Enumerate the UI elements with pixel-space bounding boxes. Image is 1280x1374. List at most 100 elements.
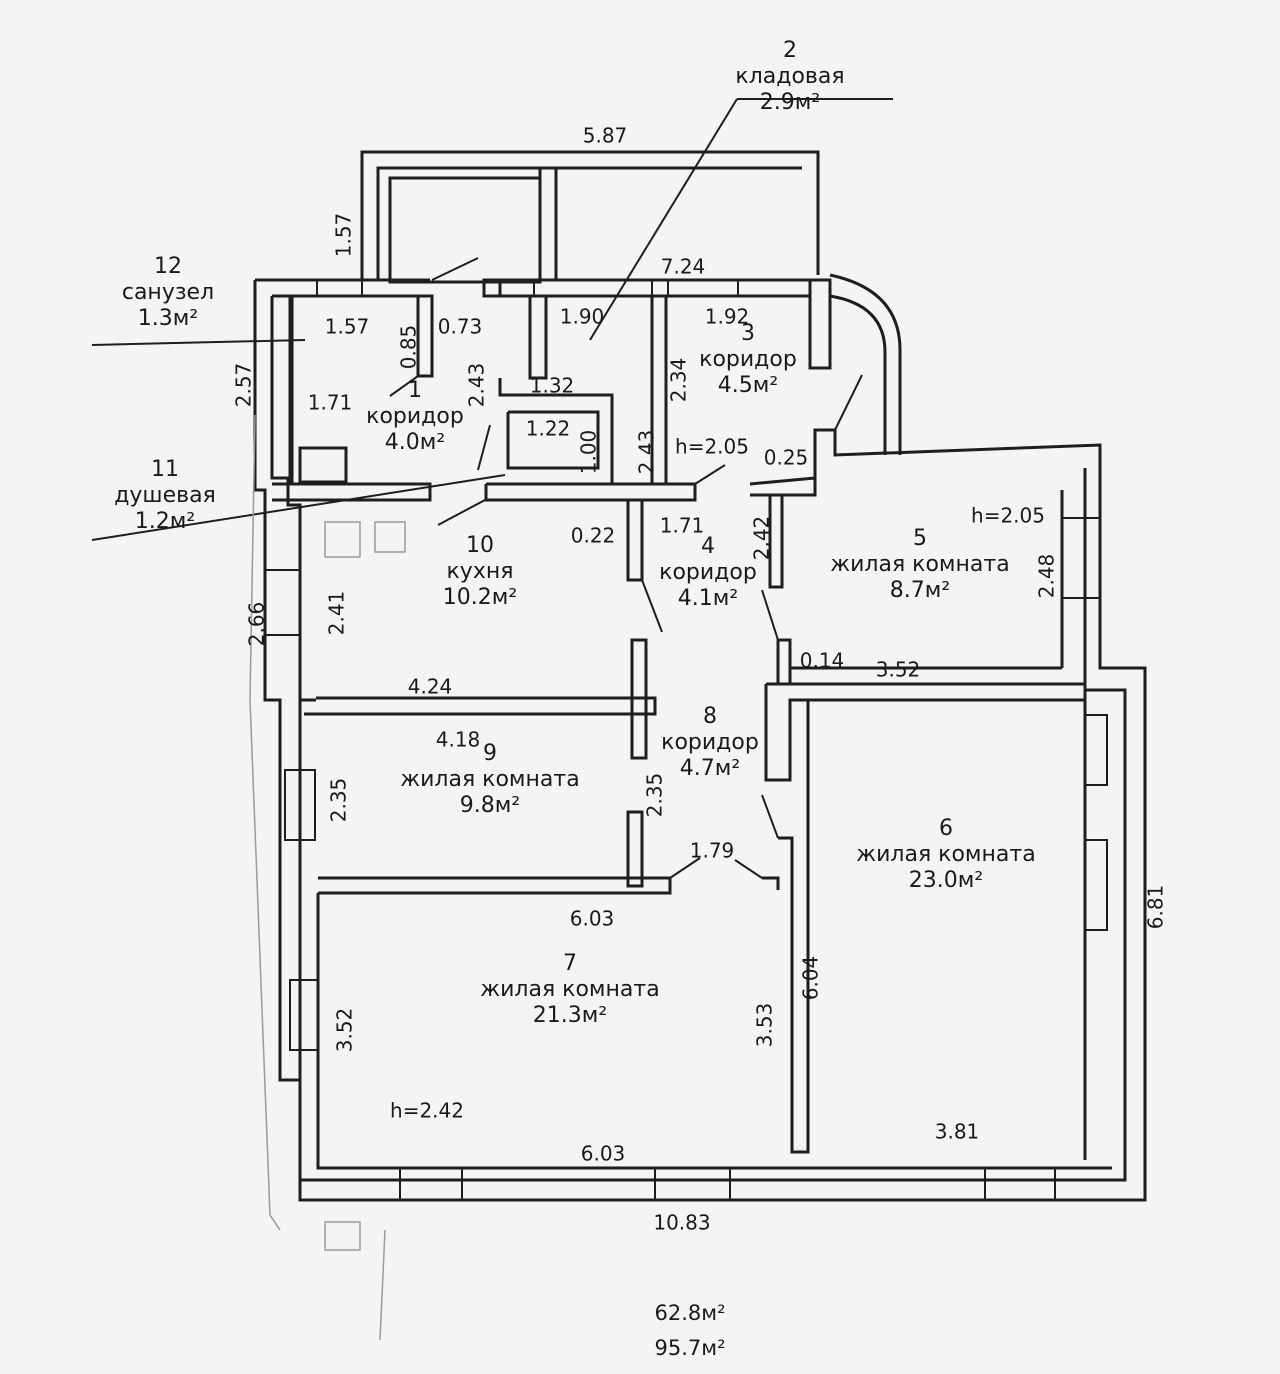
- dim-243-b-label: 2.43: [635, 430, 659, 475]
- door-room5: [761, 589, 779, 641]
- dim-122-label: 1.22: [526, 417, 571, 441]
- dim-241-label: 2.41: [325, 591, 349, 636]
- room-12-area: 1.3м²: [138, 306, 198, 331]
- dim-424-label: 4.24: [408, 675, 453, 699]
- annex-outer-wall: [360, 150, 820, 280]
- window-room5: [1061, 517, 1101, 599]
- door-kitchen: [437, 499, 486, 526]
- room-8-area: 4.7м²: [680, 756, 740, 781]
- porch-outer-curve: [829, 273, 902, 455]
- leader-shower: [91, 474, 506, 541]
- room-12-name: санузел: [122, 280, 214, 305]
- dim-242-label: 2.42: [750, 516, 774, 561]
- dim-681-label: 6.81: [1144, 885, 1168, 930]
- room-7-name: жилая комната: [480, 977, 659, 1002]
- kitchen-bottom-wall: [304, 696, 657, 716]
- dim-266-label: 2.66: [245, 602, 269, 647]
- south-wall-inner: [298, 688, 1127, 1182]
- window-south-3: [984, 1167, 1056, 1201]
- room-4-area: 4.1м²: [678, 586, 738, 611]
- pencil-sketch-box: [324, 1221, 361, 1251]
- dim-352-b-label: 3.52: [333, 1008, 357, 1053]
- dim-257-label: 2.57: [232, 363, 256, 408]
- kitchen-top-wall: [484, 482, 697, 502]
- room-9-number: 9: [483, 741, 497, 766]
- room-6-name: жилая комната: [856, 842, 1035, 867]
- door-porch: [834, 374, 863, 431]
- dim-1083-label: 10.83: [653, 1211, 710, 1235]
- room-2-name: кладовая: [735, 64, 844, 89]
- room-5-area: 8.7м²: [890, 578, 950, 603]
- porch-inner-curve: [829, 294, 887, 455]
- leader-storage: [589, 98, 738, 341]
- dim-014-label: 0.14: [800, 649, 845, 673]
- door-room7-b: [734, 859, 763, 879]
- room-8-name: коридор: [661, 730, 759, 755]
- room-12-number: 12: [154, 254, 182, 279]
- room-6-number: 6: [939, 816, 953, 841]
- room-2-number: 2: [783, 38, 797, 63]
- dim-171-b-label: 1.71: [660, 514, 705, 538]
- room6-west-wall: [778, 700, 810, 1154]
- dim-h242-label: h=2.42: [390, 1099, 464, 1123]
- room-1-area: 4.0м²: [385, 430, 445, 455]
- dim-603-b-label: 6.03: [581, 1142, 626, 1166]
- dim-243-a-label: 2.43: [465, 363, 489, 408]
- dim-235-a-label: 2.35: [327, 778, 351, 823]
- window-kitchen: [264, 569, 301, 636]
- dim-h205-b-label: h=2.05: [971, 504, 1045, 528]
- windows: [264, 279, 1108, 1201]
- dim-179-label: 1.79: [690, 839, 735, 863]
- pencil-marks: [249, 414, 406, 1341]
- window-storage: [533, 279, 653, 297]
- room-6-area: 23.0м²: [909, 868, 983, 893]
- dim-157-h-label: 1.57: [325, 315, 370, 339]
- door-swings: [389, 257, 863, 879]
- window-corridor3: [667, 279, 739, 297]
- wc-left-line: [288, 294, 294, 486]
- window-east-2: [1084, 839, 1108, 931]
- room-10-name: кухня: [447, 559, 514, 584]
- window-south-2: [654, 1167, 731, 1201]
- room9-east-stub-top: [630, 638, 648, 760]
- dim-352-a-label: 3.52: [876, 658, 921, 682]
- window-south-1: [399, 1167, 463, 1201]
- door-wc: [389, 375, 419, 397]
- window-room9: [284, 769, 316, 841]
- kitchen-east-stub: [626, 498, 644, 582]
- pencil-mark-1: [324, 521, 361, 558]
- dim-073-label: 0.73: [438, 315, 483, 339]
- pencil-mark-2: [374, 521, 406, 553]
- dim-418-label: 4.18: [436, 728, 481, 752]
- dim-235-b-label: 2.35: [643, 773, 667, 818]
- room-5-name: жилая комната: [830, 552, 1009, 577]
- dim-100-label: 1.00: [577, 430, 601, 475]
- room5-west-wall: [768, 493, 784, 589]
- room-7-area: 21.3м²: [533, 1003, 607, 1028]
- walls: [253, 150, 1147, 1202]
- window-room7: [289, 979, 319, 1051]
- dim-604-label: 6.04: [799, 956, 823, 1001]
- room-8-number: 8: [703, 704, 717, 729]
- room-2-area: 2.9м²: [760, 90, 820, 115]
- room-1-name: коридор: [366, 404, 464, 429]
- dim-132-label: 1.32: [530, 374, 575, 398]
- dim-192-label: 1.92: [705, 305, 750, 329]
- dim-022-label: 0.22: [571, 524, 616, 548]
- door-room6: [761, 794, 779, 839]
- storage-inner-box: [506, 410, 600, 470]
- room-1-number: 1: [408, 378, 422, 403]
- total-1-label: 62.8м²: [654, 1301, 725, 1325]
- room-5-number: 5: [913, 526, 927, 551]
- dim-025-label: 0.25: [764, 446, 809, 470]
- room-9-name: жилая комната: [400, 767, 579, 792]
- room-10-number: 10: [466, 533, 494, 558]
- room7-door-jamb: [762, 876, 780, 890]
- room-11-area: 1.2м²: [135, 509, 195, 534]
- porch-pier: [808, 278, 832, 370]
- room-9-area: 9.8м²: [460, 793, 520, 818]
- dim-724-label: 7.24: [661, 255, 706, 279]
- room-3-area: 4.5м²: [718, 373, 778, 398]
